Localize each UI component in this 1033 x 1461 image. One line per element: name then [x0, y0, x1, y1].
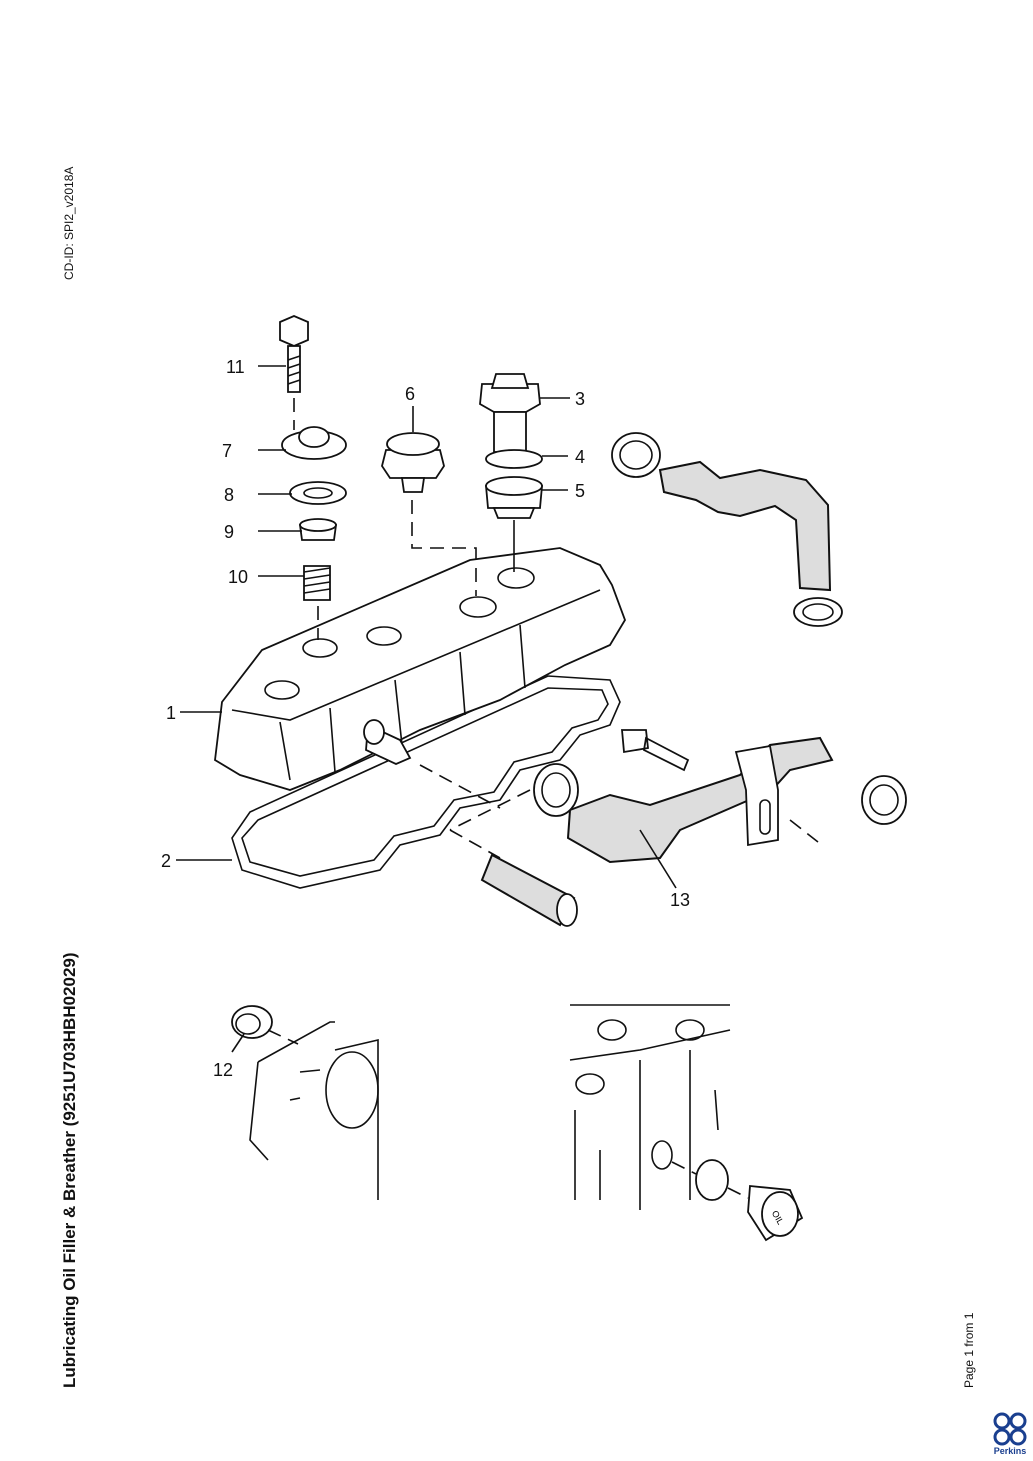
spacer-tube — [480, 853, 576, 927]
bush-5-top — [485, 476, 543, 496]
block-right-hole-1 — [597, 1019, 627, 1041]
bush-5-base — [492, 507, 536, 519]
part-label-10: 10 — [228, 567, 248, 587]
spring-10-coils — [303, 567, 331, 594]
rocker-cover-gasket — [231, 675, 621, 889]
hose-clip-upper-1 — [611, 432, 661, 478]
rocker-cover-gasket-inner — [241, 687, 609, 877]
block-right-hole-3 — [575, 1073, 605, 1095]
block-inset-right — [569, 1004, 731, 1210]
part-label-5: 5 — [575, 481, 585, 501]
hose-dash-lines — [419, 764, 819, 859]
leader-lines — [176, 365, 677, 1053]
bracket-bolt — [621, 729, 690, 772]
part-label-8: 8 — [224, 485, 234, 505]
part-label-13: 13 — [670, 890, 690, 910]
plug-12-dash — [267, 1029, 299, 1045]
part-label-2: 2 — [161, 851, 171, 871]
hose-bracket — [734, 744, 779, 847]
rocker-cover-hole-5 — [497, 567, 535, 589]
washer-7-boss — [298, 426, 330, 448]
bolt-3-shank — [493, 411, 527, 453]
part-label-11: 11 — [226, 357, 245, 377]
bolt-3-head — [490, 373, 530, 389]
oil-cap-face — [761, 1191, 799, 1237]
bush-9-top — [299, 518, 337, 532]
spacer-tube-end — [556, 893, 578, 927]
filler-cap-6-top — [386, 432, 440, 456]
filler-cap-6-dash — [411, 500, 477, 596]
part-label-3: 3 — [575, 389, 585, 409]
block-right-filler-hole — [651, 1140, 673, 1170]
filler-cap-6 — [381, 449, 445, 479]
hose-clip-lower-1-inner — [541, 772, 571, 808]
part-label-12: 12 — [213, 1060, 233, 1080]
seal-8-hole — [303, 487, 333, 499]
part-label-7: 7 — [222, 441, 232, 461]
perkins-logo-text: Perkins — [993, 1446, 1027, 1456]
block-right-hole-2 — [675, 1019, 705, 1041]
rocker-cover — [214, 547, 626, 791]
hose-clip-upper-2 — [793, 597, 843, 627]
perkins-logo-icon — [993, 1412, 1027, 1446]
rocker-cover-top-edge — [231, 589, 601, 721]
oil-cap-seal — [695, 1159, 729, 1201]
rocker-cover-hole-4 — [459, 596, 497, 618]
part-label-4: 4 — [575, 447, 585, 467]
filler-cap-6-stem — [400, 477, 426, 493]
rocker-cover-hole-3 — [366, 626, 402, 646]
part-label-1: 1 — [166, 703, 176, 723]
block-inset-left — [249, 1021, 379, 1200]
plug-12-face — [235, 1013, 261, 1035]
plug-12 — [231, 1005, 273, 1039]
hose-clip-upper-1-inner — [619, 440, 653, 470]
rocker-cover-hole-2 — [302, 638, 338, 658]
hose-clip-lower-2-inner — [869, 784, 899, 816]
perkins-logo: Perkins — [990, 1412, 1030, 1458]
seal-8 — [289, 481, 347, 505]
stack-dash-11 — [293, 398, 319, 640]
part-label-6: 6 — [405, 384, 415, 404]
bolt-11-thread — [287, 355, 301, 385]
oil-cap-dash — [671, 1161, 749, 1199]
hose-clip-lower-2 — [861, 775, 907, 825]
hose-clip-lower-1 — [533, 763, 579, 817]
rocker-cover-ribs — [279, 624, 526, 781]
block-inset-left-bore — [325, 1051, 379, 1129]
breather-hose-upper — [658, 460, 832, 592]
breather-spigot-end — [363, 719, 385, 745]
breather-hose-13 — [566, 736, 834, 864]
part-label-9: 9 — [224, 522, 234, 542]
rocker-cover-hole-1 — [264, 680, 300, 700]
seal-4 — [485, 449, 543, 469]
hose-bracket-slot — [759, 799, 771, 835]
bolt-11 — [279, 315, 309, 393]
hose-clip-upper-2-inner — [802, 603, 834, 621]
